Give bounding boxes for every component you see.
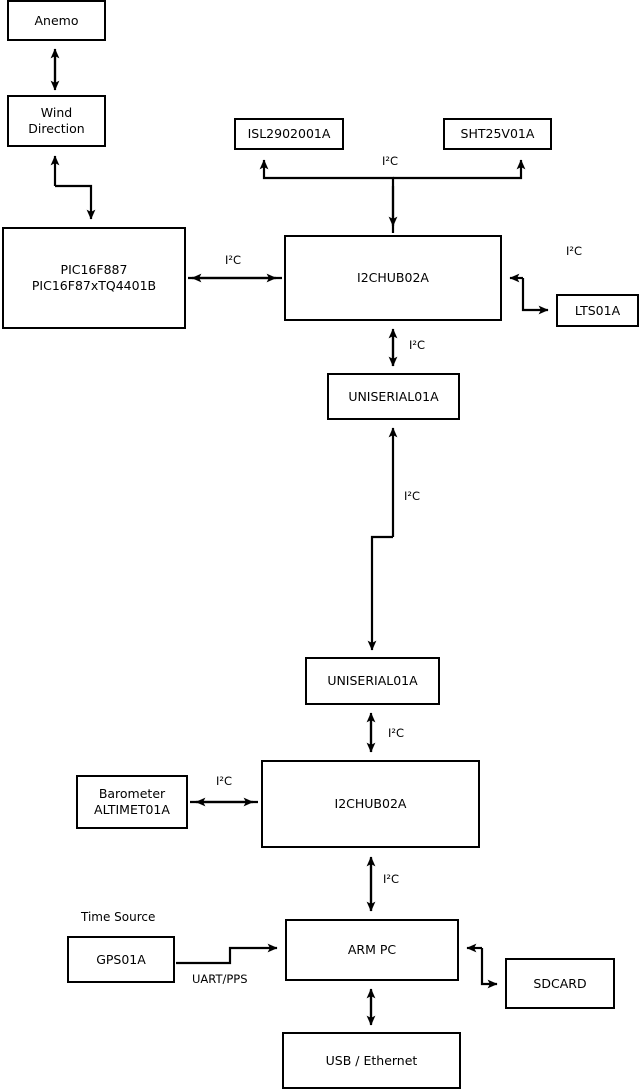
node-label: SDCARD xyxy=(533,975,587,991)
node-uniserial01a-upper[interactable]: UNISERIAL01A xyxy=(327,373,460,420)
wire-wind-to-pic xyxy=(55,184,96,220)
wire-armpc-to-sdcard xyxy=(480,948,498,989)
label-time-source: Time Source xyxy=(81,910,156,924)
edge-label-hub-sensors: I²C xyxy=(382,154,399,168)
node-gps01a[interactable]: GPS01A xyxy=(67,936,175,983)
node-label: ARM PC xyxy=(347,942,397,957)
wire-sensor-bus-right xyxy=(393,159,526,180)
node-label: I2CHUB02A xyxy=(357,270,429,285)
node-i2chub02a-top[interactable]: I2CHUB02A xyxy=(284,235,502,321)
edge-label-uniserial-hub2: I²C xyxy=(388,726,405,740)
edge-label-gps-armpc: UART/PPS xyxy=(192,972,248,986)
node-i2chub02a-bottom[interactable]: I2CHUB02A xyxy=(261,760,480,848)
node-pic-microcontroller[interactable]: PIC16F887 PIC16F87xTQ4401B xyxy=(2,227,186,329)
node-label: PIC16F887 PIC16F87xTQ4401B xyxy=(31,262,157,293)
node-isl2902001a[interactable]: ISL2902001A xyxy=(234,118,344,150)
node-sdcard[interactable]: SDCARD xyxy=(505,958,615,1009)
node-label: LTS01A xyxy=(574,302,621,318)
edge-label-hub-uniserial: I²C xyxy=(409,338,426,352)
node-label: UNISERIAL01A xyxy=(327,673,418,688)
node-sht25v01a[interactable]: SHT25V01A xyxy=(443,118,552,150)
node-label: Wind Direction xyxy=(28,105,85,136)
wire-hub-to-lts xyxy=(521,278,549,315)
node-uniserial01a-lower[interactable]: UNISERIAL01A xyxy=(305,657,440,705)
node-arm-pc[interactable]: ARM PC xyxy=(285,919,459,981)
node-usb-ethernet[interactable]: USB / Ethernet xyxy=(282,1032,461,1089)
node-label: Barometer ALTIMET01A xyxy=(94,786,170,817)
node-label: ISL2902001A xyxy=(247,126,331,141)
edge-label-hub2-armpc: I²C xyxy=(383,872,400,886)
edge-label-hub-lts: I²C xyxy=(566,244,583,258)
node-label: USB / Ethernet xyxy=(325,1052,418,1068)
node-label: GPS01A xyxy=(96,951,146,967)
node-label: Anemo xyxy=(34,12,79,28)
node-anemo[interactable]: Anemo xyxy=(7,0,106,41)
edge-label-pic-hub: I²C xyxy=(225,253,242,267)
wire-upper-to-lower-uniserial xyxy=(367,535,393,651)
node-label: I2CHUB02A xyxy=(334,796,407,811)
wire-gps-to-armpc xyxy=(176,943,278,965)
edge-label-barometer-hub2: I²C xyxy=(216,774,233,788)
node-label: UNISERIAL01A xyxy=(348,388,439,404)
edge-label-uniserial-link: I²C xyxy=(404,489,421,503)
node-label: SHT25V01A xyxy=(460,126,535,141)
node-wind-direction[interactable]: Wind Direction xyxy=(7,95,106,147)
node-lts01a[interactable]: LTS01A xyxy=(556,294,639,327)
node-barometer-altimet01a[interactable]: Barometer ALTIMET01A xyxy=(76,775,188,829)
wire-hub-to-sensors-trunk xyxy=(259,159,395,233)
